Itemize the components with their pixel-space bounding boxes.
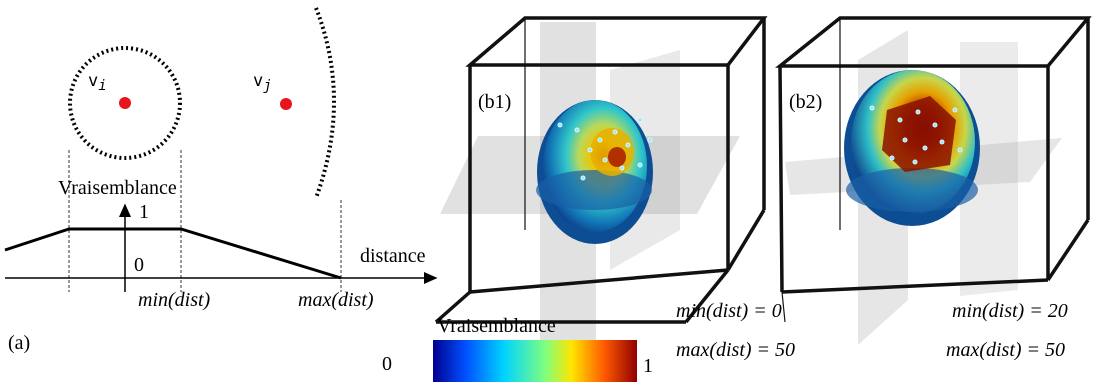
tick-one: 1 — [139, 201, 149, 223]
vertex-j-dot — [280, 98, 292, 110]
x-axis-label: distance — [360, 245, 426, 267]
cube-b2 — [775, 16, 1092, 323]
panel-a-label: (a) — [8, 332, 30, 354]
y-axis-label: Vraisemblance — [58, 177, 177, 199]
panel-b2-label: (b2) — [789, 91, 822, 113]
b1-min-eq: min(dist) = 0 — [676, 300, 782, 322]
min-dist-label: min(dist) — [138, 289, 211, 311]
panel-b2: (b2) — [775, 16, 1092, 345]
max-distance-arc — [314, 7, 336, 199]
vertex-i-radius-circle — [68, 46, 182, 160]
b1-max-eq: max(dist) = 50 — [676, 339, 795, 361]
panel-a: vi vj Vraisemblance 1 0 distance min(dis… — [4, 7, 438, 354]
colorbar-gradient — [433, 340, 637, 382]
b2-min-eq: min(dist) = 20 — [952, 300, 1068, 322]
likelihood-volume-b2 — [844, 70, 980, 226]
likelihood-curve — [4, 227, 342, 280]
panel-b1-label: (b1) — [478, 91, 511, 113]
likelihood-volume-b1 — [536, 100, 653, 244]
b2-max-eq: max(dist) = 50 — [946, 339, 1065, 361]
vertex-i-label: vi — [88, 71, 107, 94]
panel-b1: (b1) — [434, 16, 768, 345]
plane-side-b2 — [960, 42, 1018, 296]
vertex-i-dot — [119, 97, 131, 109]
colorbar: Vraisemblance 0 1 — [382, 315, 653, 382]
tick-zero: 0 — [134, 254, 144, 276]
colorbar-min: 0 — [382, 353, 392, 375]
colorbar-title: Vraisemblance — [437, 315, 556, 337]
vertex-j-label: vj — [253, 71, 272, 94]
colorbar-max: 1 — [643, 355, 653, 377]
cube-b1 — [434, 16, 768, 324]
max-dist-label: max(dist) — [298, 289, 374, 311]
